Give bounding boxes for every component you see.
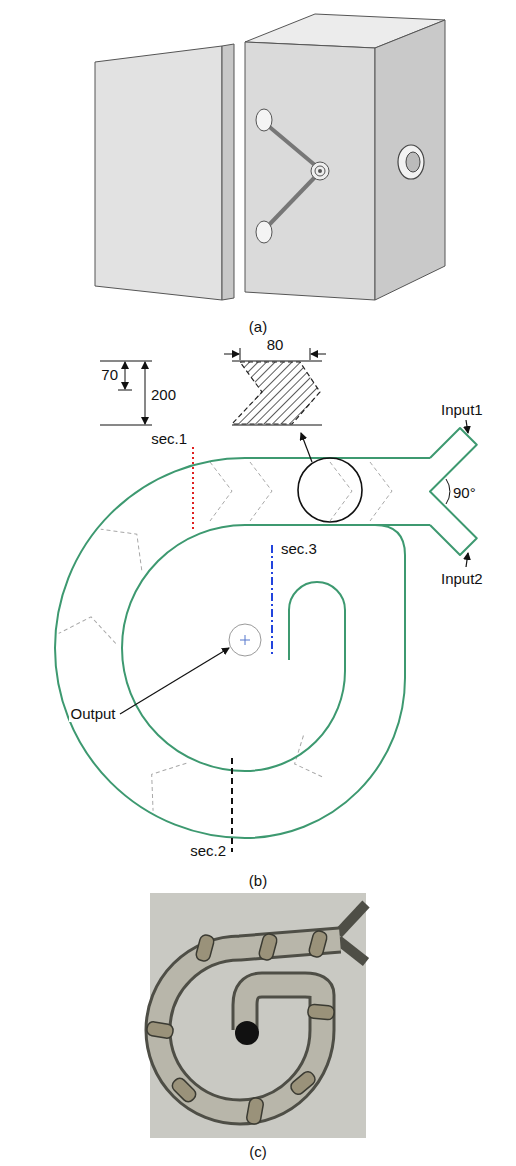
outlet-hole-inner	[406, 152, 420, 172]
photo-groove	[307, 1004, 334, 1020]
photo-ground	[150, 893, 366, 1138]
mixer-spiral	[311, 162, 329, 180]
extension-line	[100, 425, 152, 426]
groove-chevron	[101, 514, 158, 571]
outlet-circle	[229, 624, 261, 656]
outlet-hole	[398, 145, 424, 179]
section-label: sec.1	[150, 430, 188, 447]
block-channel-face	[245, 42, 375, 300]
origin-mark	[245, 635, 246, 645]
inlet-port	[256, 109, 272, 131]
section-label: sec.3	[280, 540, 318, 557]
groove-chevron	[330, 462, 352, 521]
micrograph	[146, 893, 366, 1138]
dimension-value: 200	[150, 386, 177, 403]
dimension-arrow	[145, 362, 146, 424]
photo-channel	[158, 940, 340, 1112]
photo-groove	[289, 1069, 318, 1096]
panel-label: (b)	[248, 872, 268, 889]
groove-chevron	[370, 462, 392, 521]
dimension-value: 80	[266, 336, 285, 353]
photo-groove	[146, 1021, 174, 1039]
port-label: Input1	[440, 401, 484, 418]
inlet-channel	[266, 176, 316, 228]
dimension-arrow	[125, 362, 126, 389]
panel-label: (c)	[248, 1143, 268, 1160]
mixer-spiral	[315, 166, 325, 176]
mixer-spiral	[318, 169, 322, 173]
y-junction	[430, 428, 477, 555]
leader-arrow	[466, 420, 468, 433]
section-line	[231, 758, 233, 852]
port-label: Output	[69, 705, 116, 722]
extension-line	[232, 361, 322, 362]
port-label: Input2	[440, 570, 484, 587]
photo-channel-wall	[158, 940, 340, 1112]
inlet-channel	[266, 124, 316, 166]
photo-groove	[170, 1076, 198, 1104]
section-line	[271, 545, 273, 656]
photo-groove	[308, 930, 328, 959]
extension-line	[310, 348, 311, 360]
photo-inlet	[338, 940, 366, 962]
dimension-value: 70	[100, 366, 119, 383]
photo-outlet	[235, 1021, 259, 1045]
leader-arrow	[466, 553, 468, 567]
inner-wall	[122, 525, 430, 771]
cover-plate-edge	[222, 44, 234, 300]
leader-arrow	[301, 433, 312, 462]
photo-groove	[246, 1097, 264, 1125]
dimension-lines	[100, 348, 326, 425]
section-line	[192, 447, 194, 532]
groove-chevron	[250, 462, 272, 521]
groove-chevron	[135, 751, 186, 811]
groove-detail	[232, 362, 320, 424]
outer-wall	[55, 458, 430, 838]
panel-label: (a)	[248, 318, 268, 335]
chip-illustration	[95, 14, 445, 300]
channel-outline	[55, 428, 477, 838]
groove-chevron	[59, 612, 120, 644]
cover-plate	[95, 46, 222, 300]
dimension-arrow	[224, 354, 239, 355]
detail-callout	[298, 458, 362, 522]
photo-groove	[195, 934, 215, 963]
extension-line	[118, 390, 132, 391]
leader-arrow	[120, 648, 229, 714]
section-label: sec.2	[189, 842, 227, 859]
angle-arc	[446, 479, 450, 504]
photo-inlet	[338, 904, 366, 934]
photo-grooves	[146, 930, 335, 1125]
angle-label: 90°	[452, 484, 477, 501]
photo-groove	[258, 933, 278, 962]
dimension-arrow	[311, 354, 326, 355]
groove-chevron	[210, 462, 232, 521]
extension-line	[232, 425, 322, 426]
block-side-face	[375, 20, 445, 300]
extension-line	[100, 361, 152, 362]
inlet-port	[256, 221, 272, 243]
extension-line	[240, 348, 241, 360]
